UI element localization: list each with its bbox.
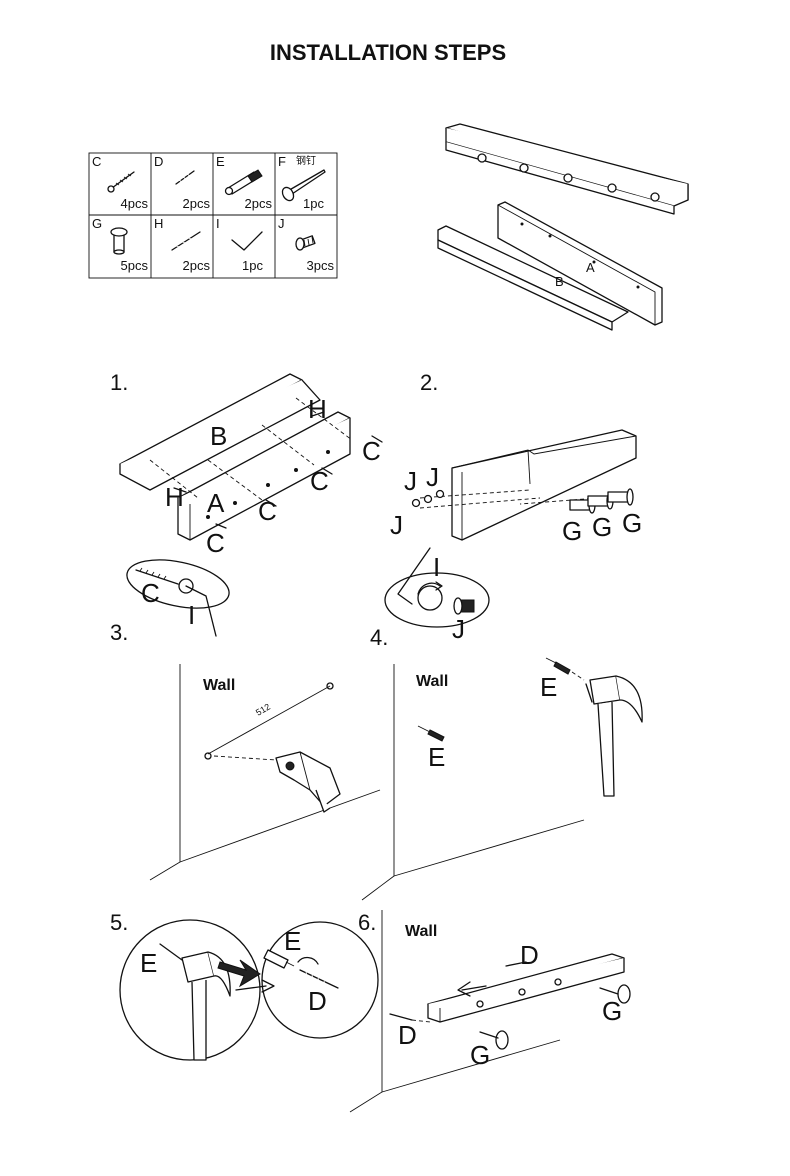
callout-d: D [520,940,539,970]
step2-detail-bubble [384,547,490,628]
parts-table: C 4pcs D 2pcs E 2pcs F 钢钉 1pc G 5pcs H 2… [88,152,338,279]
arrow-icon [457,981,487,997]
part-qty: 1pc [303,196,324,211]
callout-d: D [308,986,327,1016]
callout-h: H [165,482,184,512]
step3-measure-line [204,682,334,760]
allen-key-icon [231,231,263,251]
part-letter: C [92,154,101,169]
callout-d: D [398,1020,417,1050]
step-number: 1. [110,370,128,395]
step2-shelf [451,429,637,541]
callout-g: G [622,508,642,538]
part-letter: H [154,216,163,231]
part-letter: F [278,154,286,169]
step-number: 3. [110,620,128,645]
step6-wall [349,910,561,1113]
callout-e: E [140,948,157,978]
callout-c: C [206,528,225,558]
wall-anchor-icon [224,169,263,196]
wall-anchor-icon [545,657,585,681]
step1-screws [173,411,383,529]
overview-shelf-b [437,225,629,331]
overview-shelf-assembled [445,123,689,215]
callout-j: J [390,510,403,540]
hammer-icon [585,675,643,797]
callout-c: C [141,578,160,608]
callout-j: J [426,462,439,492]
callout-g: G [470,1040,490,1070]
step-number: 5. [110,910,128,935]
steel-nail-icon [281,169,326,202]
short-screw-icon [389,961,527,1023]
step3-wall [149,664,381,881]
arrow-icon [217,959,275,993]
callout-g: G [592,512,612,542]
callout-c: C [310,466,329,496]
peg-hook-icon [479,984,631,1050]
wall-label: Wall [416,673,448,690]
part-qty: 5pcs [121,258,149,273]
part-qty: 2pcs [183,196,211,211]
step1-shelf-b [119,373,321,491]
step-number: 4. [370,625,388,650]
page-title: INSTALLATION STEPS [270,40,506,65]
screw-icon [107,171,135,193]
callout-c: C [258,496,277,526]
part-letter: D [154,154,163,169]
screw-icon [297,956,339,989]
short-screw-icon [175,170,195,185]
step5-detail-bubbles [119,919,379,1061]
callout-g: G [602,996,622,1026]
step1-panel-a [177,411,351,541]
step6-shelf [427,953,625,1023]
hammer-icon [159,943,231,1061]
step-number: 2. [420,370,438,395]
step2-pegs [569,488,634,514]
part-qty: 2pcs [183,258,211,273]
part-letter: E [216,154,225,169]
step-number: 6. [358,910,376,935]
callout-h: H [308,394,327,424]
wall-anchor-icon [417,725,445,742]
peg-hook-icon [110,227,128,255]
callout-j: J [404,466,417,496]
callout-c: C [362,436,381,466]
drill-bit-icon [171,231,201,251]
callout-e: E [540,672,557,702]
part-letter: J [278,216,285,231]
callout-e: E [284,926,301,956]
part-qty: 3pcs [307,258,335,273]
overview-panel-a [497,201,663,326]
callout-i: I [433,552,440,582]
wall-label: Wall [405,923,437,940]
part-letter: G [92,216,102,231]
step4-wall [361,664,585,901]
callout-b: B [210,421,227,451]
part-qty: 1pc [242,258,263,273]
step2-bolts [411,489,445,508]
step1-detail-bubble [126,559,230,637]
measurement-label: 512 [254,702,272,718]
callout-j: J [452,614,465,644]
callout-g: G [562,516,582,546]
part-label-b: B [555,274,564,289]
part-letter: I [216,216,220,231]
callout-i: I [188,600,195,630]
bolt-icon [295,235,316,251]
drill-icon [213,751,341,813]
callout-e: E [428,742,445,772]
part-qty: 2pcs [245,196,273,211]
part-note: 钢钉 [296,154,316,167]
wall-anchor-icon [263,949,295,969]
callout-a: A [207,488,225,518]
part-label-a: A [586,260,595,275]
wall-label: Wall [203,677,235,694]
part-qty: 4pcs [121,196,149,211]
